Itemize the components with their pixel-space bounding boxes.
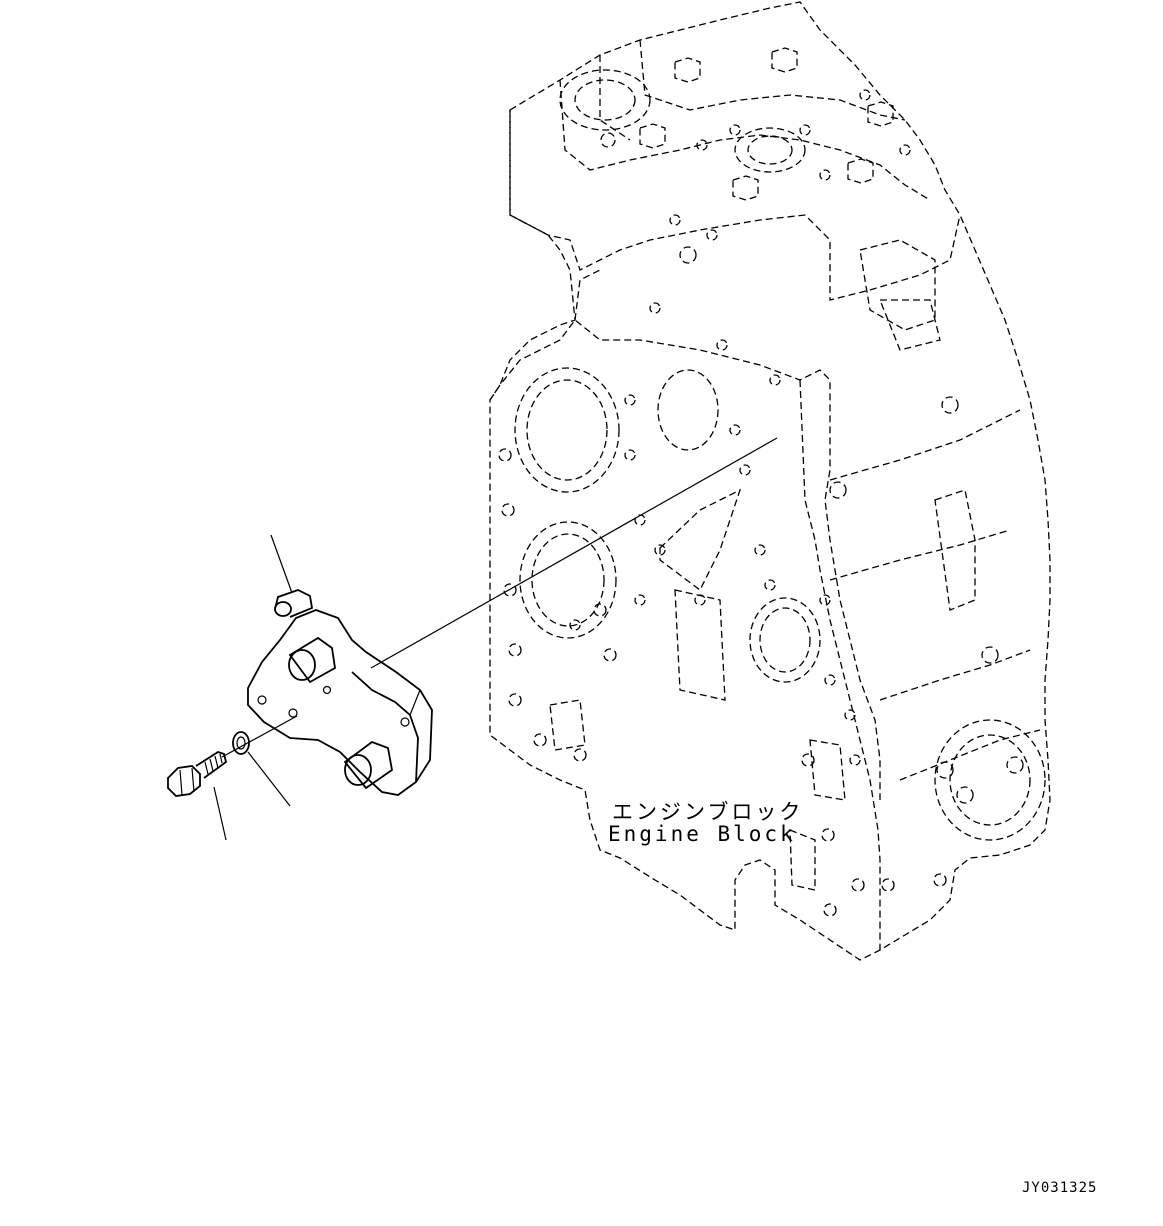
drawing-code: JY031325 — [1022, 1180, 1098, 1196]
engine-block-drawing — [489, 1, 1051, 961]
washer-drawing — [232, 731, 250, 755]
bolt-drawing — [167, 751, 228, 797]
engine-block-label-en: Engine Block — [608, 822, 796, 846]
leader-lines — [213, 437, 778, 841]
bracket-drawing — [247, 589, 433, 796]
engine-block-label-jp: エンジンブロック — [612, 800, 804, 824]
